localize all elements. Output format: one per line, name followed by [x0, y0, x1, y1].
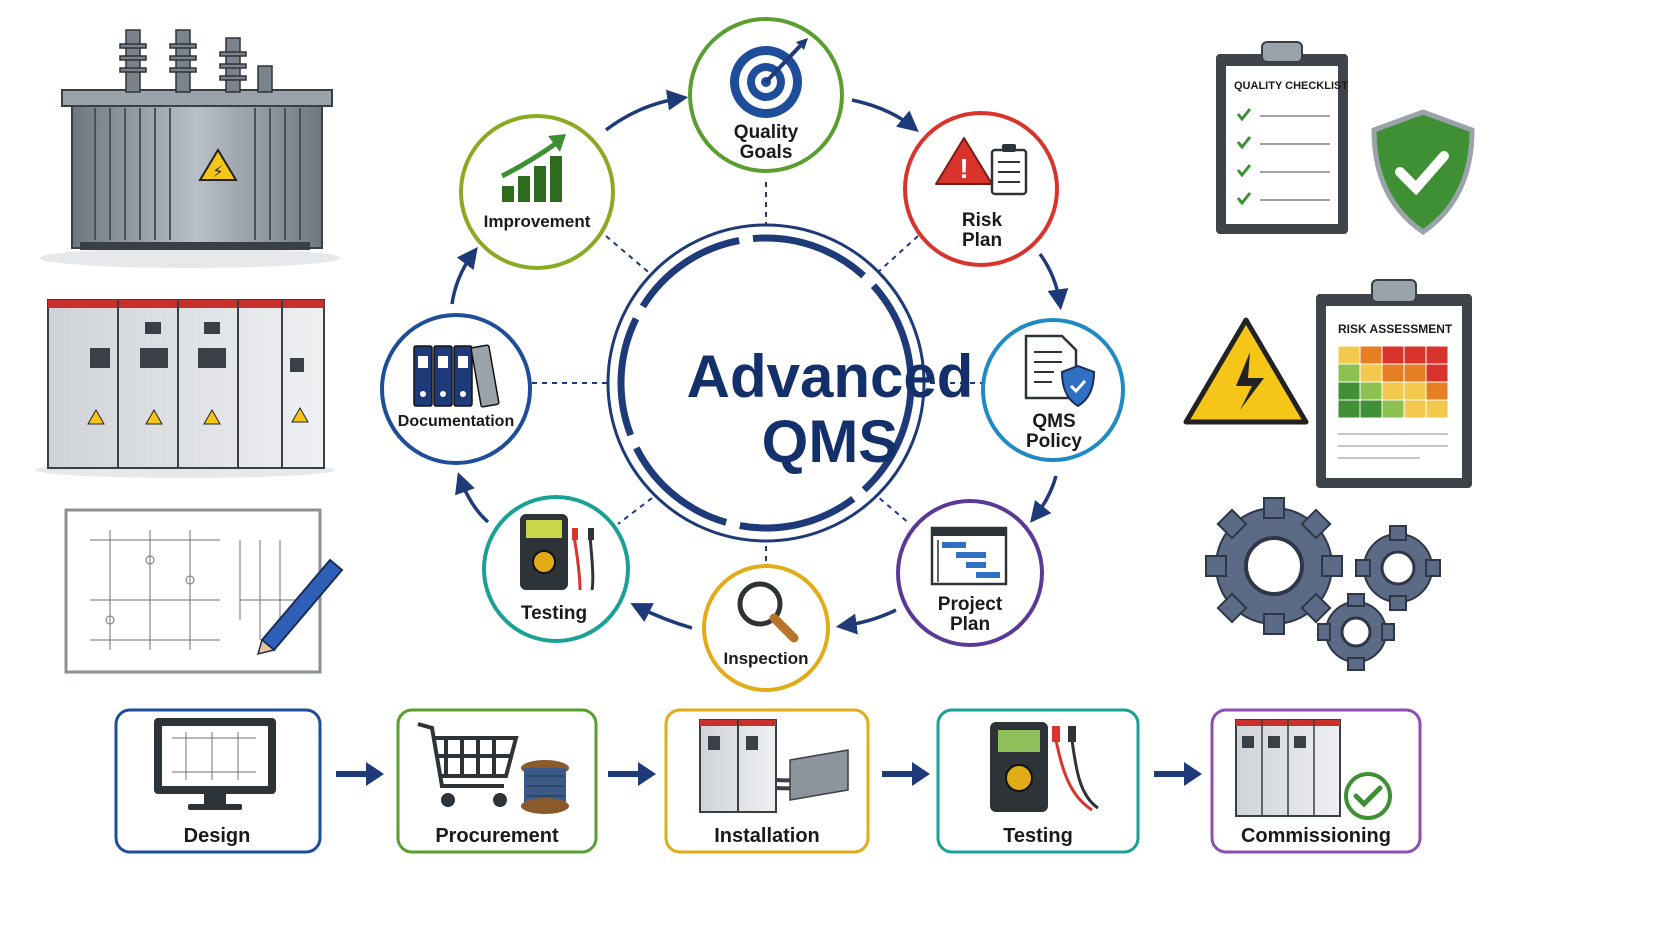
risk-assessment-illustration — [1316, 279, 1472, 488]
gantt-chart-icon — [930, 526, 1008, 586]
node-label-inspection: Inspection — [723, 649, 809, 668]
cycle-node-inspection — [702, 564, 830, 692]
title-line-2: QMS — [761, 407, 899, 475]
magnifier-icon — [737, 581, 799, 643]
gears-icon — [1205, 497, 1441, 671]
quality-checklist-illustration — [1216, 41, 1348, 234]
multimeter-icon — [520, 514, 595, 591]
multimeter-cables-icon — [990, 722, 1099, 812]
transformer-illustration: ⚡ — [40, 29, 340, 268]
pencil-icon — [256, 558, 344, 656]
advanced-qms-title: Advanced QMS — [640, 343, 1020, 475]
node-label-documentation: Documentation — [397, 413, 515, 430]
binders-icon — [413, 344, 500, 408]
cycle-arrows — [450, 89, 1069, 635]
growth-chart-icon — [500, 134, 566, 202]
policy-document-shield-icon — [1024, 334, 1096, 408]
svg-text:⚡: ⚡ — [212, 162, 223, 181]
monitor-schematic-icon — [154, 718, 276, 810]
node-label-testing: Testing — [520, 603, 588, 624]
risk-assessment-title: RISK ASSESSMENT — [1338, 322, 1453, 336]
title-line-1: Advanced — [686, 343, 974, 410]
switchgear-check-icon — [1235, 719, 1392, 820]
high-voltage-warning-icon — [1183, 317, 1309, 425]
step-label-commissioning: Commissioning — [1240, 825, 1391, 847]
node-label-improvement: Improvement — [483, 212, 591, 231]
process-arrows — [336, 762, 1202, 786]
advanced-qms-hub — [606, 223, 926, 543]
schematic-drawing-illustration — [64, 508, 344, 674]
quality-checklist-title: QUALITY CHECKLIST — [1234, 80, 1349, 92]
switchgear-cables-icon — [699, 719, 849, 813]
shield-check-icon — [1371, 109, 1475, 236]
step-label-design: Design — [183, 825, 251, 847]
svg-text:!: ! — [959, 153, 968, 184]
cart-cable-icon — [417, 722, 569, 814]
step-label-procurement: Procurement — [435, 825, 559, 847]
warning-checklist-icon: ! — [935, 137, 1028, 196]
step-label-testing: Testing — [1003, 825, 1073, 847]
target-icon — [730, 38, 808, 118]
step-label-installation: Installation — [714, 825, 820, 847]
switchgear-illustration — [35, 299, 335, 478]
